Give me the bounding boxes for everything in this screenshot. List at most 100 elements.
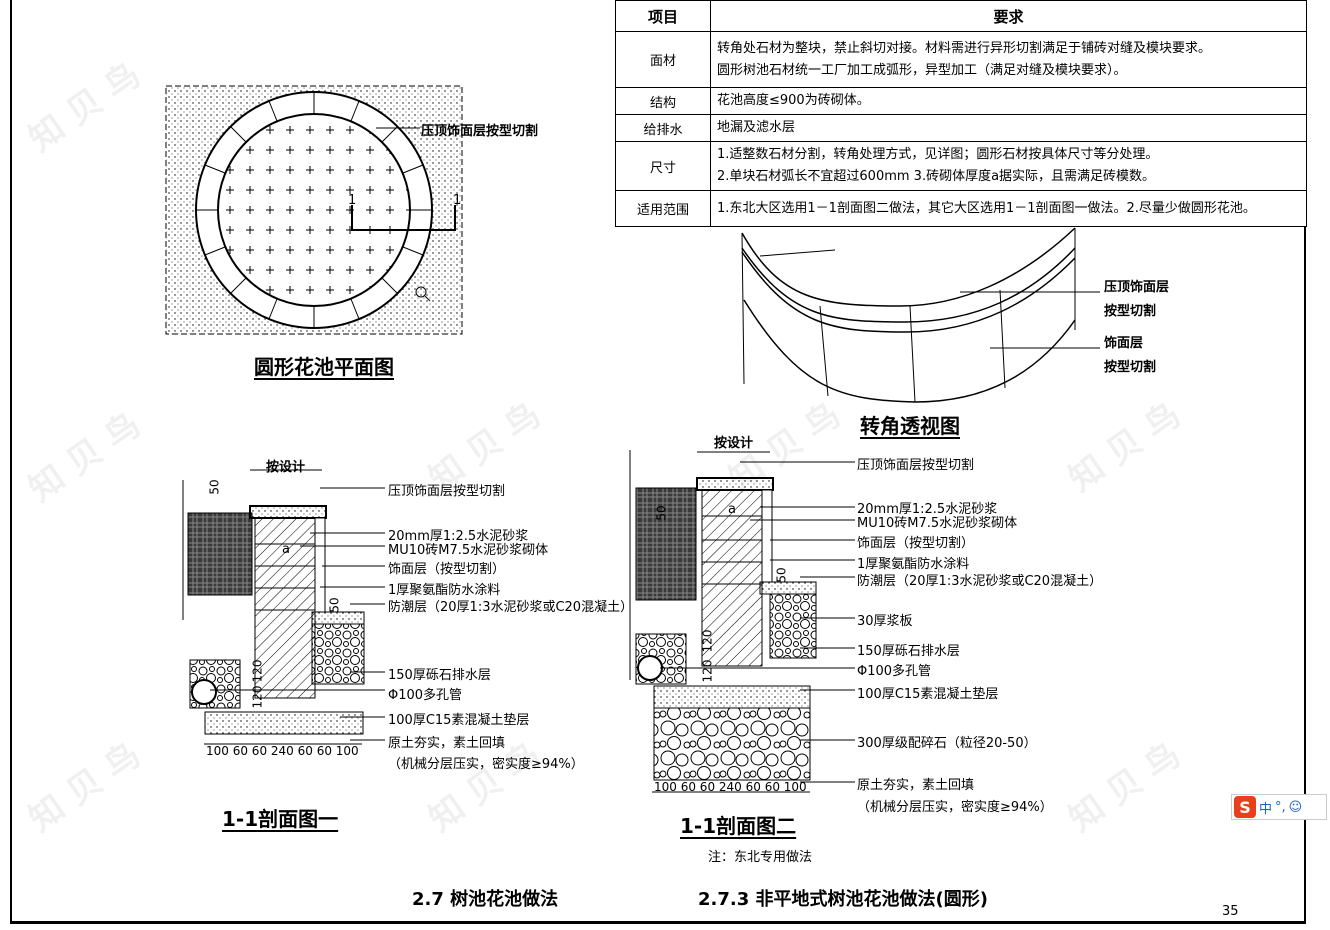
section1-dim-120b: 120 [250, 685, 265, 709]
table-row: 结构 花池高度≤900为砖砌体。 [615, 87, 1307, 115]
section2-brick-wall [701, 489, 763, 667]
row-value: 地漏及滤水层 [710, 114, 1307, 142]
section1-perforated-pipe [191, 679, 217, 705]
input-method-toolbar[interactable]: S 中 °, ☺ [1231, 794, 1327, 820]
ime-punctuation-toggle[interactable]: °, [1275, 799, 1286, 815]
row-line: 花池高度≤900为砖砌体。 [717, 93, 870, 108]
section1-coping [249, 505, 327, 519]
section1-label: 饰面层（按型切割） [388, 562, 506, 577]
section-cut-line [351, 205, 456, 231]
row-value: 花池高度≤900为砖砌体。 [710, 87, 1307, 115]
section1-label: （机械分层压实，密实度≥94%） [388, 757, 584, 772]
section1-title: 1-1剖面图一 [222, 807, 339, 831]
ime-emoji-icon[interactable]: ☺ [1288, 799, 1303, 815]
row-line: 转角处石材为整块，禁止斜切对接。材料需进行异形切割满足于铺砖对缝及模块要求。 [717, 40, 1212, 56]
section2-dim-side: 50 [654, 505, 669, 521]
circular-planter-plan [165, 85, 463, 335]
requirements-table: 项目 要求 面材 转角处石材为整块，禁止斜切对接。材料需进行异形切割满足于铺砖对… [615, 0, 1307, 227]
plan-inner-soil [217, 113, 411, 307]
section1-dim-side: 50 [207, 479, 222, 495]
section1-label: 防潮层（20厚1:3水泥砂浆或C20混凝土） [388, 600, 634, 615]
section2-bottom-dims: 100 60 60 240 60 60 100 [654, 780, 807, 794]
section1-dim-120a: 120 [250, 659, 265, 683]
section-2-drawing [629, 450, 855, 793]
section1-label: Φ100多孔管 [388, 688, 463, 703]
section2-label: 原土夯实，素土回填 [857, 778, 975, 793]
section1-label: 100厚C15素混凝土垫层 [388, 713, 530, 728]
section2-coping [696, 477, 774, 491]
caption-left: 2.7 树池花池做法 [412, 889, 559, 910]
ime-language-toggle[interactable]: 中 [1259, 801, 1273, 817]
row-value: 1.适整数石材分割，转角处理方式，见详图；圆形石材按具体尺寸等分处理。 2.单块… [710, 141, 1307, 191]
section1-label: 150厚砾石排水层 [388, 668, 491, 683]
section2-label: 300厚级配碎石（粒径20-50） [857, 736, 1037, 751]
section2-leaders [660, 461, 855, 783]
section2-label: 饰面层（按型切割） [857, 536, 975, 551]
section1-leaders [210, 487, 385, 741]
table-header-item: 项目 [615, 0, 711, 32]
section2-concrete-base [653, 685, 811, 709]
section2-facing [761, 489, 773, 583]
row-line: 1.适整数石材分割，转角处理方式，见详图；圆形石材按具体尺寸等分处理。 [717, 147, 1159, 162]
section2-label: MU10砖M7.5水泥砂浆砌体 [857, 516, 1018, 531]
section2-gravel [769, 593, 817, 659]
table-row: 给排水 地漏及滤水层 [615, 114, 1307, 142]
perspective-cap-label-1: 压顶饰面层 [1104, 280, 1170, 295]
section2-soil [635, 487, 697, 601]
section1-soil [187, 512, 253, 596]
section2-label: 30厚浆板 [857, 614, 913, 629]
section1-label: 压顶饰面层按型切割 [388, 484, 506, 499]
row-line: 地漏及滤水层 [717, 120, 796, 135]
perspective-face-label-2: 按型切割 [1104, 360, 1157, 375]
section1-label: MU10砖M7.5水泥砂浆砌体 [388, 543, 549, 558]
perspective-face-label-1: 饰面层 [1104, 336, 1144, 351]
plan-cap-label: 压顶饰面层按型切割 [421, 124, 539, 139]
section1-concrete-base [204, 711, 364, 735]
section2-perforated-pipe [637, 655, 663, 681]
perspective-title: 转角透视图 [860, 414, 960, 438]
table-header-row: 项目 要求 [615, 0, 1307, 32]
section1-label: 1厚聚氨酯防水涂料 [388, 583, 501, 598]
section1-moisture-layer [311, 611, 365, 625]
row-line: 1.东北大区选用1－1剖面图二做法，其它大区选用1－1剖面图一做法。2.尽量少做… [717, 200, 1256, 216]
perspective-cap-label-2: 按型切割 [1104, 304, 1157, 319]
section1-brick-mark: a [282, 542, 290, 557]
table-row: 适用范围 1.东北大区选用1－1剖面图二做法，其它大区选用1－1剖面图一做法。2… [615, 190, 1307, 227]
sheet-frame [10, 0, 1306, 924]
section1-gravel [311, 623, 365, 685]
row-line: 圆形树池石材统一工厂加工成弧形，异型加工（满足对缝及模块要求）。 [717, 62, 1127, 78]
plan-title: 圆形花池平面图 [254, 355, 394, 379]
section1-bottom-dims: 100 60 60 240 60 60 100 [206, 744, 359, 758]
section1-label: 原土夯实，素土回填 [388, 736, 506, 751]
section1-dim-step: 50 [327, 597, 342, 613]
plan-ring-joints [196, 92, 432, 328]
section2-label: 1厚聚氨酯防水涂料 [857, 557, 970, 572]
section2-crushed-stone [653, 707, 811, 781]
section2-note: 注：东北专用做法 [708, 850, 813, 865]
section2-label: 100厚C15素混凝土垫层 [857, 687, 999, 702]
section2-label: 压顶饰面层按型切割 [857, 458, 975, 473]
section-mark-right: 1 [453, 193, 462, 208]
magnifier-icon [415, 286, 427, 298]
section2-label: 150厚砾石排水层 [857, 644, 960, 659]
corner-perspective [741, 227, 1100, 403]
row-key: 尺寸 [615, 141, 711, 191]
row-key: 适用范围 [615, 190, 711, 227]
section2-label: Φ100多孔管 [857, 664, 932, 679]
section1-dim-top: 按设计 [266, 460, 306, 475]
section2-brick-mark: a [728, 502, 736, 517]
table-header-requirement: 要求 [710, 0, 1307, 32]
row-key: 给排水 [615, 114, 711, 142]
row-line: 2.单块石材弧长不宜超过600mm 3.砖砌体厚度a据实际，且需满足砖模数。 [717, 169, 1156, 184]
sogou-logo-icon[interactable]: S [1234, 796, 1256, 818]
magnifier-icon-handle [424, 295, 431, 302]
section-mark-left: 1 [348, 193, 357, 208]
section1-label: 20mm厚1:2.5水泥砂浆 [388, 529, 529, 544]
row-value: 1.东北大区选用1－1剖面图二做法，其它大区选用1－1剖面图一做法。2.尽量少做… [710, 190, 1307, 227]
section-1-drawing [182, 469, 385, 745]
section2-label: （机械分层压实，密实度≥94%） [857, 800, 1053, 815]
section2-dim-120a: 120 [700, 629, 715, 653]
section2-moisture-layer [759, 581, 817, 595]
